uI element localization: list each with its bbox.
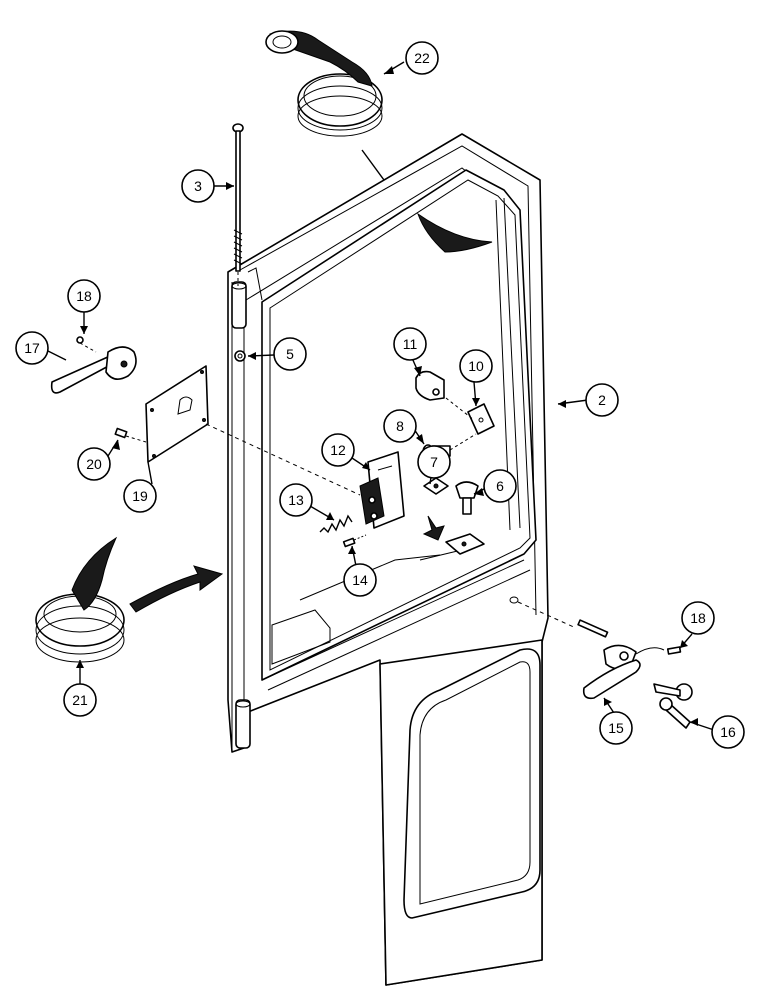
callout-20-label: 20 xyxy=(86,456,102,472)
callout-13: 13 xyxy=(279,483,313,517)
callout-10-label: 10 xyxy=(468,358,484,374)
callout-11: 11 xyxy=(393,327,427,361)
callout-12-label: 12 xyxy=(330,442,346,458)
cab-door-frame xyxy=(227,133,549,986)
callout-18-left: 18 xyxy=(67,279,101,313)
callout-6-label: 6 xyxy=(496,478,504,494)
callout-18-right: 18 xyxy=(681,601,715,635)
callout-5-label: 5 xyxy=(286,346,294,362)
callout-16-label: 16 xyxy=(720,724,736,740)
callout-17: 17 xyxy=(15,331,49,365)
callout-21: 21 xyxy=(63,683,97,717)
callout-5: 5 xyxy=(273,337,307,371)
callout-19-label: 19 xyxy=(132,488,148,504)
callout-2-label: 2 xyxy=(598,392,606,408)
callout-12: 12 xyxy=(321,433,355,467)
square-plate xyxy=(467,403,495,435)
callout-3-label: 3 xyxy=(194,178,202,194)
callout-6: 6 xyxy=(483,469,517,503)
callout-8-label: 8 xyxy=(396,418,404,434)
callout-3: 3 xyxy=(181,169,215,203)
screw-20 xyxy=(114,427,147,443)
arrow-21 xyxy=(129,565,224,613)
callout-11-label: 11 xyxy=(403,336,418,352)
striker-bolt xyxy=(455,481,479,515)
callout-7-label: 7 xyxy=(430,454,438,470)
callout-10: 10 xyxy=(459,349,493,383)
callout-15: 15 xyxy=(599,711,633,745)
screw-18-right xyxy=(666,646,682,655)
arrow-22 xyxy=(361,149,385,181)
callout-15-label: 15 xyxy=(608,720,624,736)
callout-20: 20 xyxy=(77,447,111,481)
key-set xyxy=(653,683,693,729)
arrow-7 xyxy=(422,515,445,541)
callout-2: 2 xyxy=(585,383,619,417)
inner-door-handle xyxy=(50,336,137,394)
callout-8: 8 xyxy=(383,409,417,443)
callout-14-label: 14 xyxy=(352,572,368,588)
outer-door-handle xyxy=(509,596,665,700)
callout-18-right-label: 18 xyxy=(690,610,706,626)
striker-plate xyxy=(445,533,485,555)
callout-19: 19 xyxy=(123,479,157,513)
mounting-plate xyxy=(145,365,209,463)
callout-17-label: 17 xyxy=(24,340,40,356)
callout-22-label: 22 xyxy=(414,50,430,66)
nut xyxy=(234,350,246,362)
hinge-pin-rod xyxy=(232,123,244,286)
callout-21-label: 21 xyxy=(72,692,88,708)
door-seal-coil-lower xyxy=(35,536,125,663)
callout-13-label: 13 xyxy=(288,492,304,508)
door-seal-coil-top xyxy=(265,30,383,137)
callout-22: 22 xyxy=(405,41,439,75)
callout-16: 16 xyxy=(711,715,745,749)
callout-7: 7 xyxy=(417,445,451,479)
screw-14 xyxy=(342,534,367,548)
arrow-22-head xyxy=(417,212,493,253)
callout-18-left-label: 18 xyxy=(76,288,92,304)
door-latch xyxy=(359,451,405,529)
spring xyxy=(319,514,353,534)
callout-14: 14 xyxy=(343,563,377,597)
